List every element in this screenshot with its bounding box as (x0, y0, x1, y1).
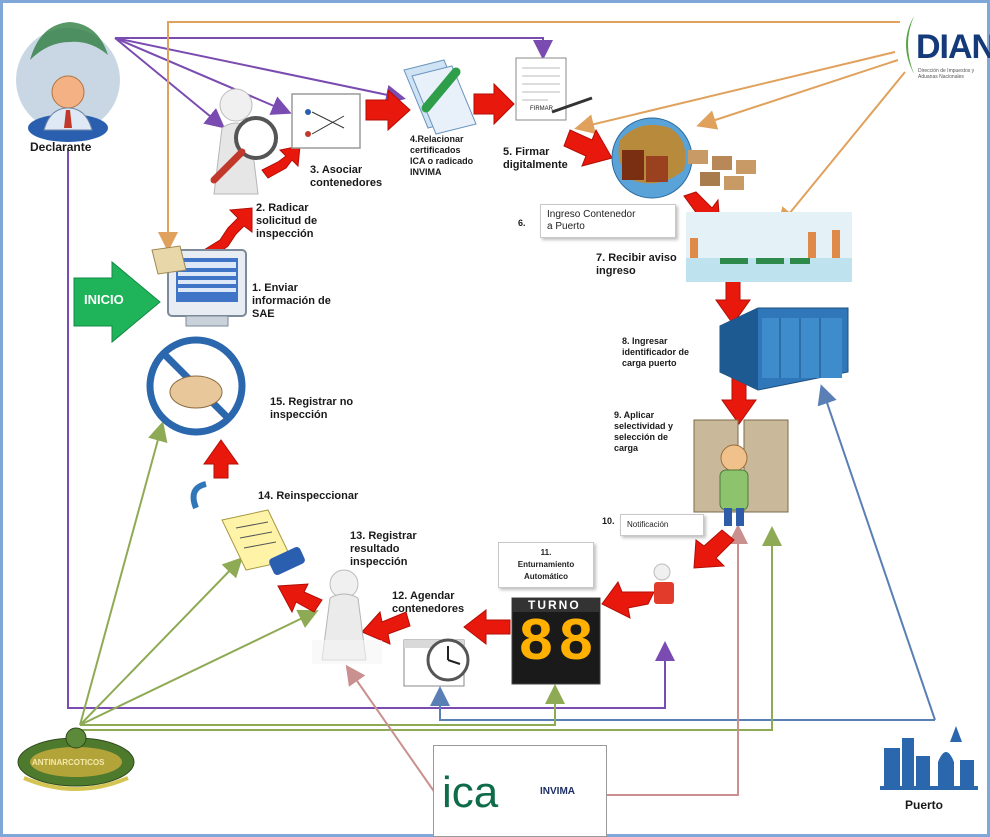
step8-container-icon (719, 307, 849, 391)
step10-notification-icon (653, 563, 674, 604)
link-anti-step14 (79, 557, 243, 726)
dian-links (158, 21, 906, 252)
puerto-skyline-icon (880, 726, 978, 790)
step12-label: 12. Agendar contenedores (392, 590, 465, 615)
puerto-links (430, 384, 936, 721)
ica-invima-box (433, 745, 607, 837)
link-puerto-step8 (817, 384, 936, 721)
link-declarante-step4 (114, 37, 406, 105)
link-dian-step5 (574, 51, 896, 134)
step14-label: 14. Reinspeccionar (258, 490, 359, 502)
step6-globe-cargo-icon (611, 117, 756, 199)
flow-arrow-10-11 (601, 580, 655, 619)
step13-inspector-icon (312, 569, 382, 664)
link-dian-step1 (158, 21, 900, 252)
flow-arrow-9-10 (693, 529, 735, 569)
dian-logo (906, 16, 914, 74)
firmar-doc-label: FIRMAR (530, 106, 553, 112)
declarante-label: Declarante (30, 140, 92, 154)
step7-label: 7. Recibir aviso ingreso (596, 252, 677, 277)
step3-label: 3. Asociar contenedores (310, 164, 383, 189)
link-declarante-step3 (114, 37, 292, 115)
step7-port-icon (686, 212, 852, 282)
flow-arrow-4-5 (473, 82, 515, 126)
flow-arrow-13-14 (277, 583, 323, 614)
flow-arrows (203, 82, 757, 646)
dian-subtitle: Dirección de Impuestos y Aduanas Naciona… (918, 68, 975, 80)
flow-arrow-12-13 (361, 610, 411, 645)
step11-turno-display (511, 597, 601, 685)
step13-label: 13. Registrar resultado inspección (350, 530, 417, 568)
invima-label: INVIMA (540, 786, 575, 797)
step1-label: 1. Enviar información de SAE (252, 282, 331, 320)
link-declarante-step5 (115, 37, 553, 60)
step12-calendar-clock-icon (403, 638, 470, 687)
step3-associate-icon (291, 93, 361, 149)
ica-label: ica (442, 768, 499, 817)
link-anti-step15 (79, 421, 168, 726)
step6-number: 6. (518, 218, 526, 228)
step4-label: 4.Relacionar certificados ICA o radicado… (410, 134, 474, 177)
step5-signed-document-icon (515, 57, 593, 121)
link-ica-step10 (605, 524, 748, 796)
step2-label: 2. Radicar solicitud de inspección (256, 202, 318, 240)
flow-arrow-7-8 (715, 279, 751, 325)
link-puerto-step12 (430, 686, 935, 721)
link-declarante-bottom (67, 150, 675, 709)
start-label: INICIO (84, 292, 124, 307)
link-ica-step13 (345, 664, 441, 801)
turno-label: TURNO (528, 598, 581, 612)
declarante-links (67, 37, 675, 709)
puerto-label: Puerto (905, 798, 944, 812)
step10-number: 10. (602, 516, 615, 526)
step14-checklist-icon (190, 481, 305, 576)
step5-label: 5. Firmar digitalmente (503, 146, 568, 171)
flow-arrow-11-12 (463, 608, 511, 646)
antinarcoticos-badge (17, 727, 135, 791)
link-anti-step11 (80, 684, 565, 726)
step15-label: 15. Registrar no inspección (270, 396, 354, 421)
link-anti-step9 (80, 526, 782, 731)
dian-label: DIAN (916, 28, 990, 66)
step10-label-box: Notificación (620, 514, 704, 536)
step15-no-inspection-icon (146, 336, 246, 436)
flow-arrow-1-2 (203, 207, 253, 259)
step11-label-box: 11. Enturnamiento Automático (498, 542, 594, 588)
step4-certificates-icon (403, 59, 477, 135)
declarante-icon (16, 22, 120, 142)
link-dian-step7 (777, 71, 906, 229)
flow-arrow-14-15 (203, 439, 239, 479)
step2-magnifier-icon (210, 88, 278, 195)
flow-arrow-5-6 (563, 128, 613, 167)
step9-doors-icon (693, 419, 789, 526)
turno-digits: 88 (518, 610, 599, 678)
antinarcoticos-label: ANTINARCOTICOS (32, 758, 105, 767)
flow-arrow-3-4 (365, 88, 411, 132)
step1-computer-icon (151, 245, 247, 327)
antinarcoticos-links (79, 421, 782, 731)
start-arrow-shape (73, 260, 161, 344)
step8-label: 8. Ingresar identificador de carga puert… (622, 336, 690, 368)
link-dian-step6 (696, 59, 899, 130)
ica-links (345, 524, 748, 801)
step6-label-box: Ingreso Contenedor a Puerto (540, 204, 676, 238)
link-anti-step13 (79, 609, 319, 726)
flow-arrow-2-3 (261, 145, 301, 179)
step9-label: 9. Aplicar selectividad y selección de c… (614, 410, 674, 453)
